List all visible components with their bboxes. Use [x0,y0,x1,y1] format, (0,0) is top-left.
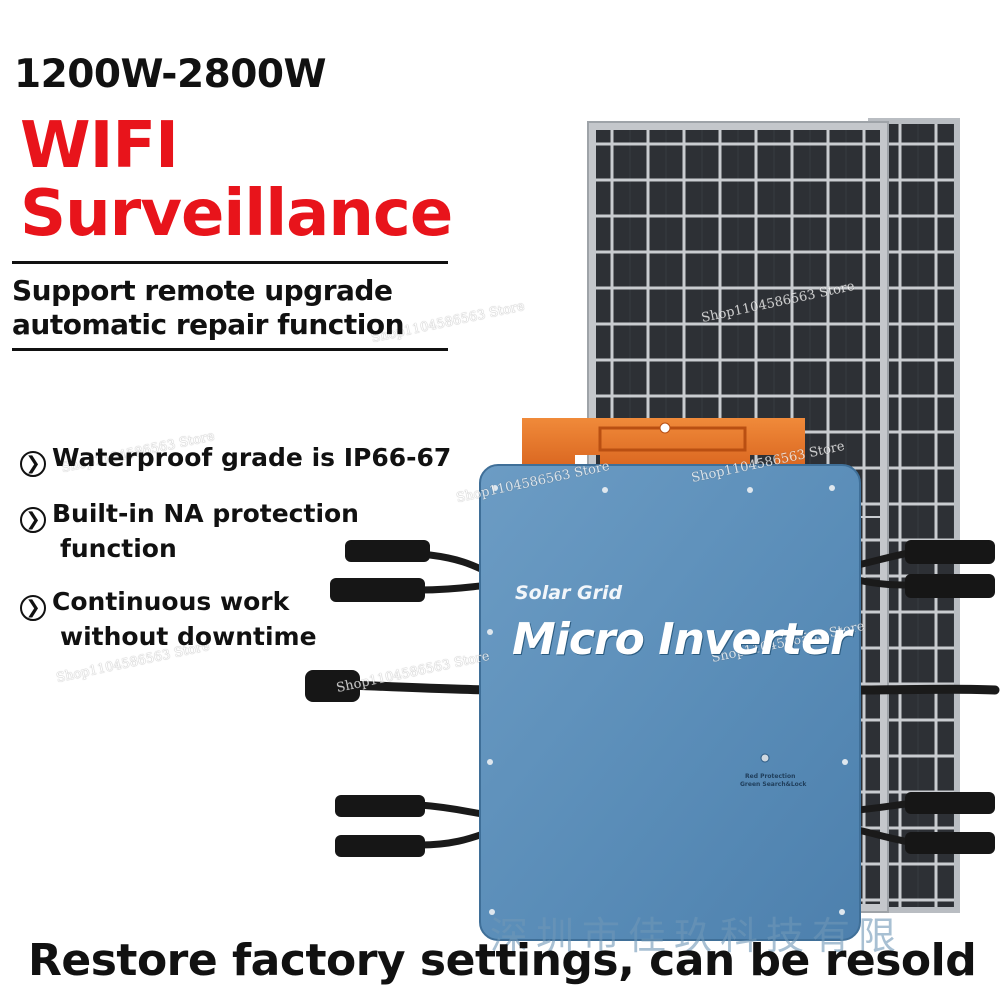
feature-item: ❯Built-in NA protection function [20,498,359,565]
mc4-connectors-left [305,540,430,857]
chevron-right-icon: ❯ [20,595,46,621]
brand-large-label: Micro Inverter [512,614,852,665]
footer-caption: Restore factory settings, can be resold [28,935,977,986]
surveillance-title: Surveillance [20,177,453,251]
chevron-right-icon: ❯ [20,507,46,533]
divider-bottom [12,348,448,351]
chevron-right-icon: ❯ [20,451,46,477]
subtitle-line-1: Support remote upgrade [12,274,393,307]
feature-item: ❯Waterproof grade is IP66-67 [20,442,451,477]
micro-inverter-body [479,464,861,941]
brand-small-label: Solar Grid [515,582,623,604]
mounting-bracket [522,418,805,470]
subtitle-line-2: automatic repair function [12,308,405,341]
feature-item: ❯Continuous work without downtime [20,586,317,653]
feature-text-continued: function [60,534,177,563]
feature-text-continued: without downtime [60,622,317,651]
feature-text: Continuous work [52,587,290,616]
led-label-search: Green Search&Lock [740,781,807,788]
company-watermark: 深圳市佳玖科技有限 [490,914,905,958]
led-label-protection: Red Protection [745,773,796,780]
power-range-heading: 1200W-2800W [14,52,327,97]
divider-top [12,261,448,264]
mc4-connectors-right [905,540,995,854]
wifi-title: WIFI [20,109,179,183]
feature-text: Waterproof grade is IP66-67 [52,443,452,472]
feature-text: Built-in NA protection [52,499,359,528]
